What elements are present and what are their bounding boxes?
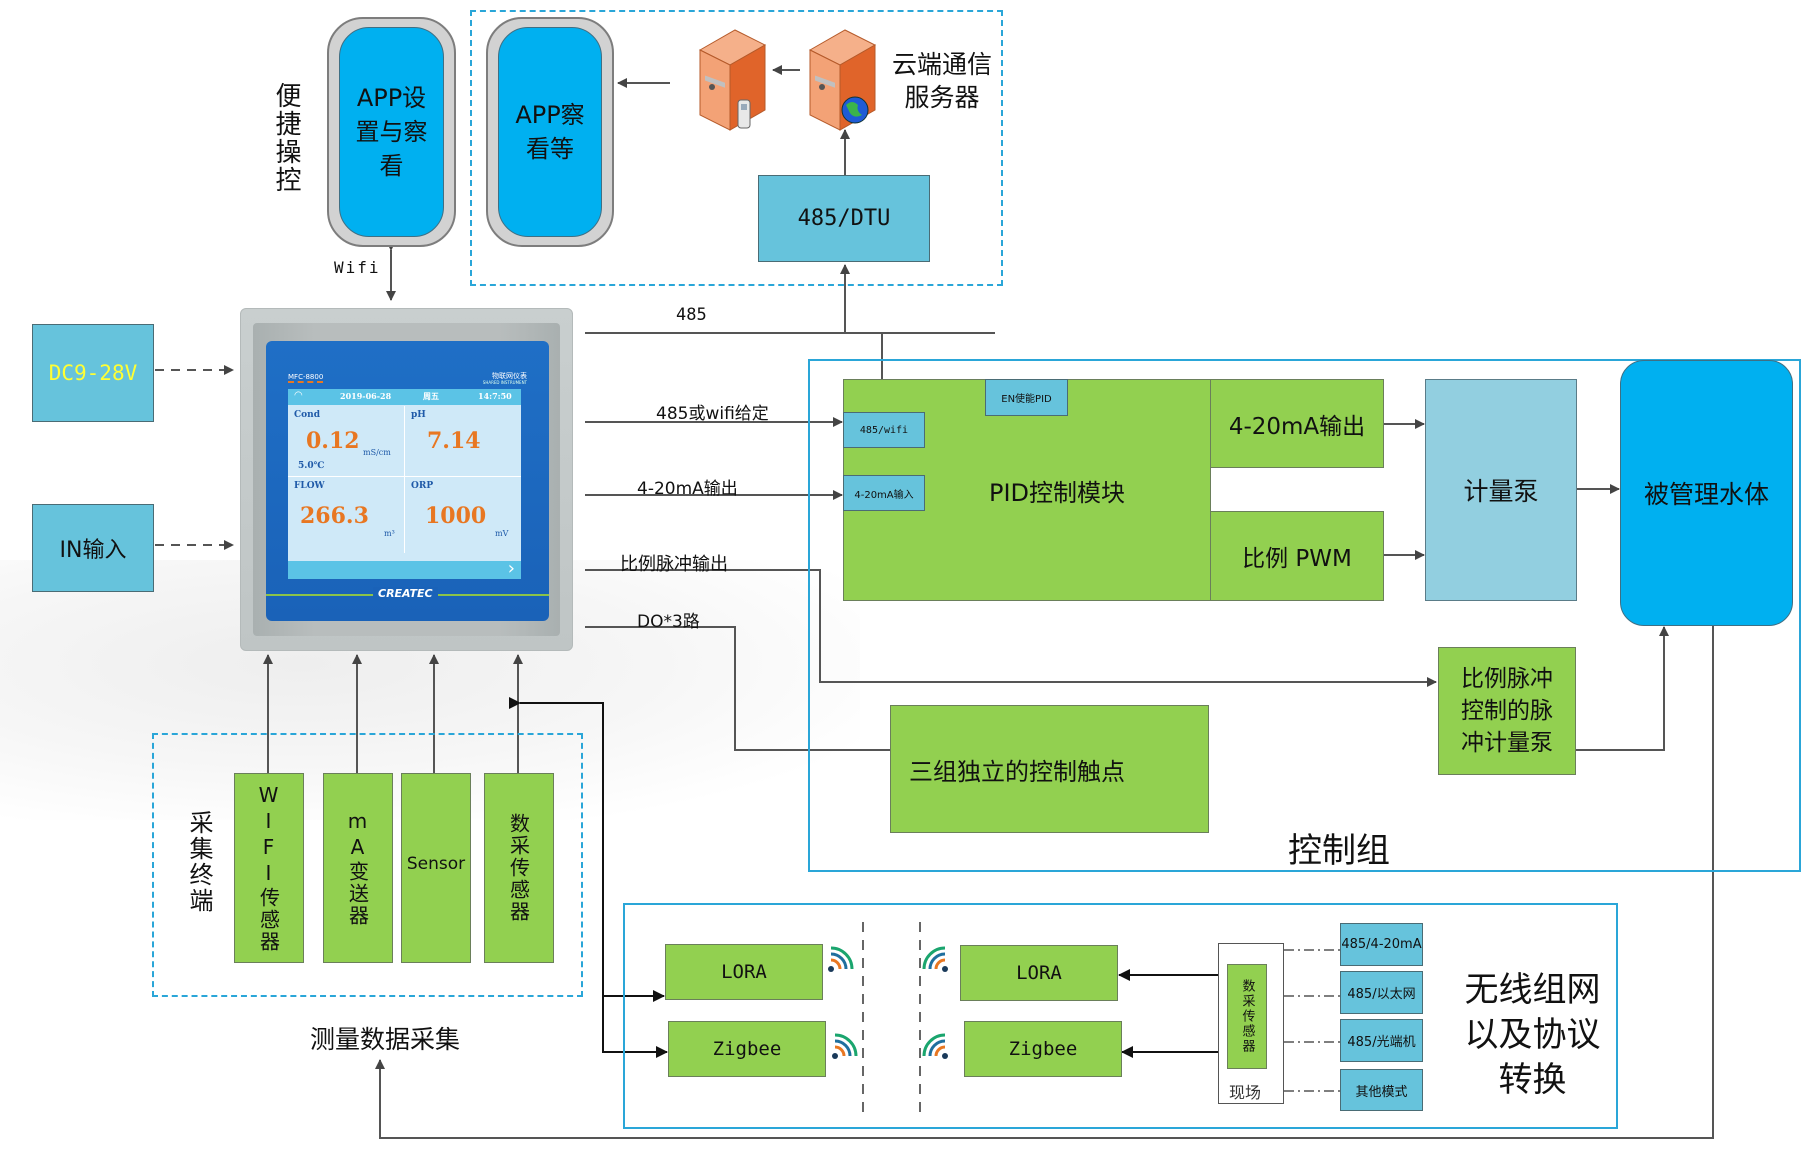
server-globe-icon: [808, 29, 877, 131]
field-site-label: 现场: [1229, 1083, 1262, 1102]
app-view-label: APP察看等: [498, 27, 602, 237]
in-input-box[interactable]: IN输入: [32, 504, 154, 592]
createc-logo: CREATEC: [373, 587, 438, 600]
do-label: DO*3路: [637, 612, 700, 632]
cloud-group: [470, 10, 1003, 286]
pwm-block[interactable]: 比例 PWM: [1210, 511, 1384, 601]
control-contacts[interactable]: 三组独立的控制触点: [890, 705, 1209, 833]
brand-cn: 物联网仪表: [492, 372, 527, 380]
en-pid-port[interactable]: EN使能PID: [985, 379, 1068, 416]
lora-receiver[interactable]: LORA: [960, 945, 1118, 1001]
pulse-pump-to-water-arrow: [1576, 626, 1669, 751]
signal-icon: [832, 1033, 858, 1059]
pulse-pump-label: 比例脉冲控制的脉冲计量泵: [1461, 666, 1553, 756]
pulse-out-line: [585, 569, 1437, 687]
signal-icon: [922, 1033, 948, 1059]
sensor-daq[interactable]: 数采传感器: [484, 773, 554, 963]
app-settings-label: APP设置与察看: [339, 27, 444, 237]
zigbee-feed-line: [602, 703, 668, 1058]
feedback-loop-line: [375, 625, 1714, 1139]
protocol-485-ethernet[interactable]: 485/以太网: [1340, 971, 1423, 1014]
sensor-generic[interactable]: Sensor: [401, 773, 471, 963]
control-group: [808, 359, 1801, 872]
pulse-out-label: 比例脉冲输出: [620, 554, 728, 575]
status-bar: ◠ 2019-06-28 周五 14:7:50: [288, 389, 521, 405]
wifi-label: Wifi: [334, 258, 381, 277]
orp-cell: ORP 1000 mV: [411, 481, 509, 538]
field-site-box: 数采传感器 现场: [1218, 943, 1284, 1104]
protocol-485-ma[interactable]: 485/4-20mA: [1340, 923, 1423, 966]
water-body[interactable]: 被管理水体: [1620, 360, 1793, 626]
date-text: 2019-06-28: [340, 391, 392, 401]
cloud-server-label: 云端通信服务器: [891, 50, 992, 112]
do-line: [585, 626, 890, 751]
signal-icon: [922, 946, 948, 972]
control-contacts-label: 三组独立的控制触点: [909, 757, 1125, 786]
ma-input-port[interactable]: 4-20mA输入: [843, 475, 925, 511]
app-view-phone[interactable]: APP察看等: [486, 17, 614, 247]
lora-sender[interactable]: LORA: [665, 944, 823, 1000]
zigbee-receiver[interactable]: Zigbee: [964, 1021, 1122, 1077]
wireless-group: [623, 903, 1618, 1129]
collection-caption: 测量数据采集: [310, 1025, 461, 1054]
signal-icon: [828, 946, 854, 972]
model-label: MFC-8800: [288, 373, 324, 383]
dtu-box[interactable]: 485/DTU: [758, 175, 930, 262]
control-group-label: 控制组: [1288, 831, 1390, 871]
metering-pump[interactable]: 计量泵: [1425, 379, 1577, 601]
sensor-wifi[interactable]: WIFI传感器: [234, 773, 304, 963]
weekday-text: 周五: [423, 391, 439, 401]
water-body-label: 被管理水体: [1643, 480, 1769, 509]
wireless-group-label: 无线组网以及协议转换: [1464, 970, 1601, 1100]
sensor-ma-transmitter[interactable]: mA变送器: [323, 773, 393, 963]
power-supply-box[interactable]: DC9-28V: [32, 324, 154, 422]
time-text: 14:7:50: [478, 391, 512, 401]
field-daq-sensor[interactable]: 数采传感器: [1227, 964, 1267, 1069]
protocol-other[interactable]: 其他模式: [1340, 1069, 1423, 1111]
protocol-485-optical[interactable]: 485/光端机: [1340, 1019, 1423, 1062]
controller-device: MFC-8800 物联网仪表 SHARED INSTRUMENT ◠ 2019-…: [240, 308, 573, 651]
server-mobile-icon: [698, 29, 767, 131]
ma-out-label: 4-20mA输出: [637, 479, 738, 499]
wifi-icon: ◠: [294, 390, 303, 401]
app-settings-phone[interactable]: APP设置与察看: [327, 17, 456, 247]
zigbee-sender[interactable]: Zigbee: [668, 1021, 826, 1077]
device-screen: MFC-8800 物联网仪表 SHARED INSTRUMENT ◠ 2019-…: [266, 341, 549, 621]
convenient-control-label: 便捷操控: [271, 82, 301, 194]
pid-module-label: PID控制模块: [988, 478, 1126, 507]
brand-en: SHARED INSTRUMENT: [482, 380, 527, 385]
screen-footer: ›: [288, 558, 521, 579]
rs485-label: 485: [676, 305, 707, 325]
collection-terminal-label: 采集终端: [185, 810, 213, 914]
collection-terminal-group: [152, 733, 583, 997]
flow-cell: FLOW 266.3 m³: [288, 477, 405, 553]
cond-cell: Cond 0.12 mS/cm 5.0℃: [288, 406, 405, 477]
reading-panel: ◠ 2019-06-28 周五 14:7:50 Cond 0.12 mS/cm …: [288, 389, 521, 579]
rs485-wifi-label: 485或wifi给定: [656, 404, 769, 424]
ph-cell: pH 7.14: [405, 406, 521, 477]
rs485-wifi-port[interactable]: 485/wifi: [843, 412, 925, 448]
next-arrow-icon[interactable]: ›: [507, 558, 515, 579]
ma-output-block[interactable]: 4-20mA输出: [1210, 379, 1384, 468]
pulse-metering-pump[interactable]: 比例脉冲控制的脉冲计量泵: [1438, 647, 1576, 775]
